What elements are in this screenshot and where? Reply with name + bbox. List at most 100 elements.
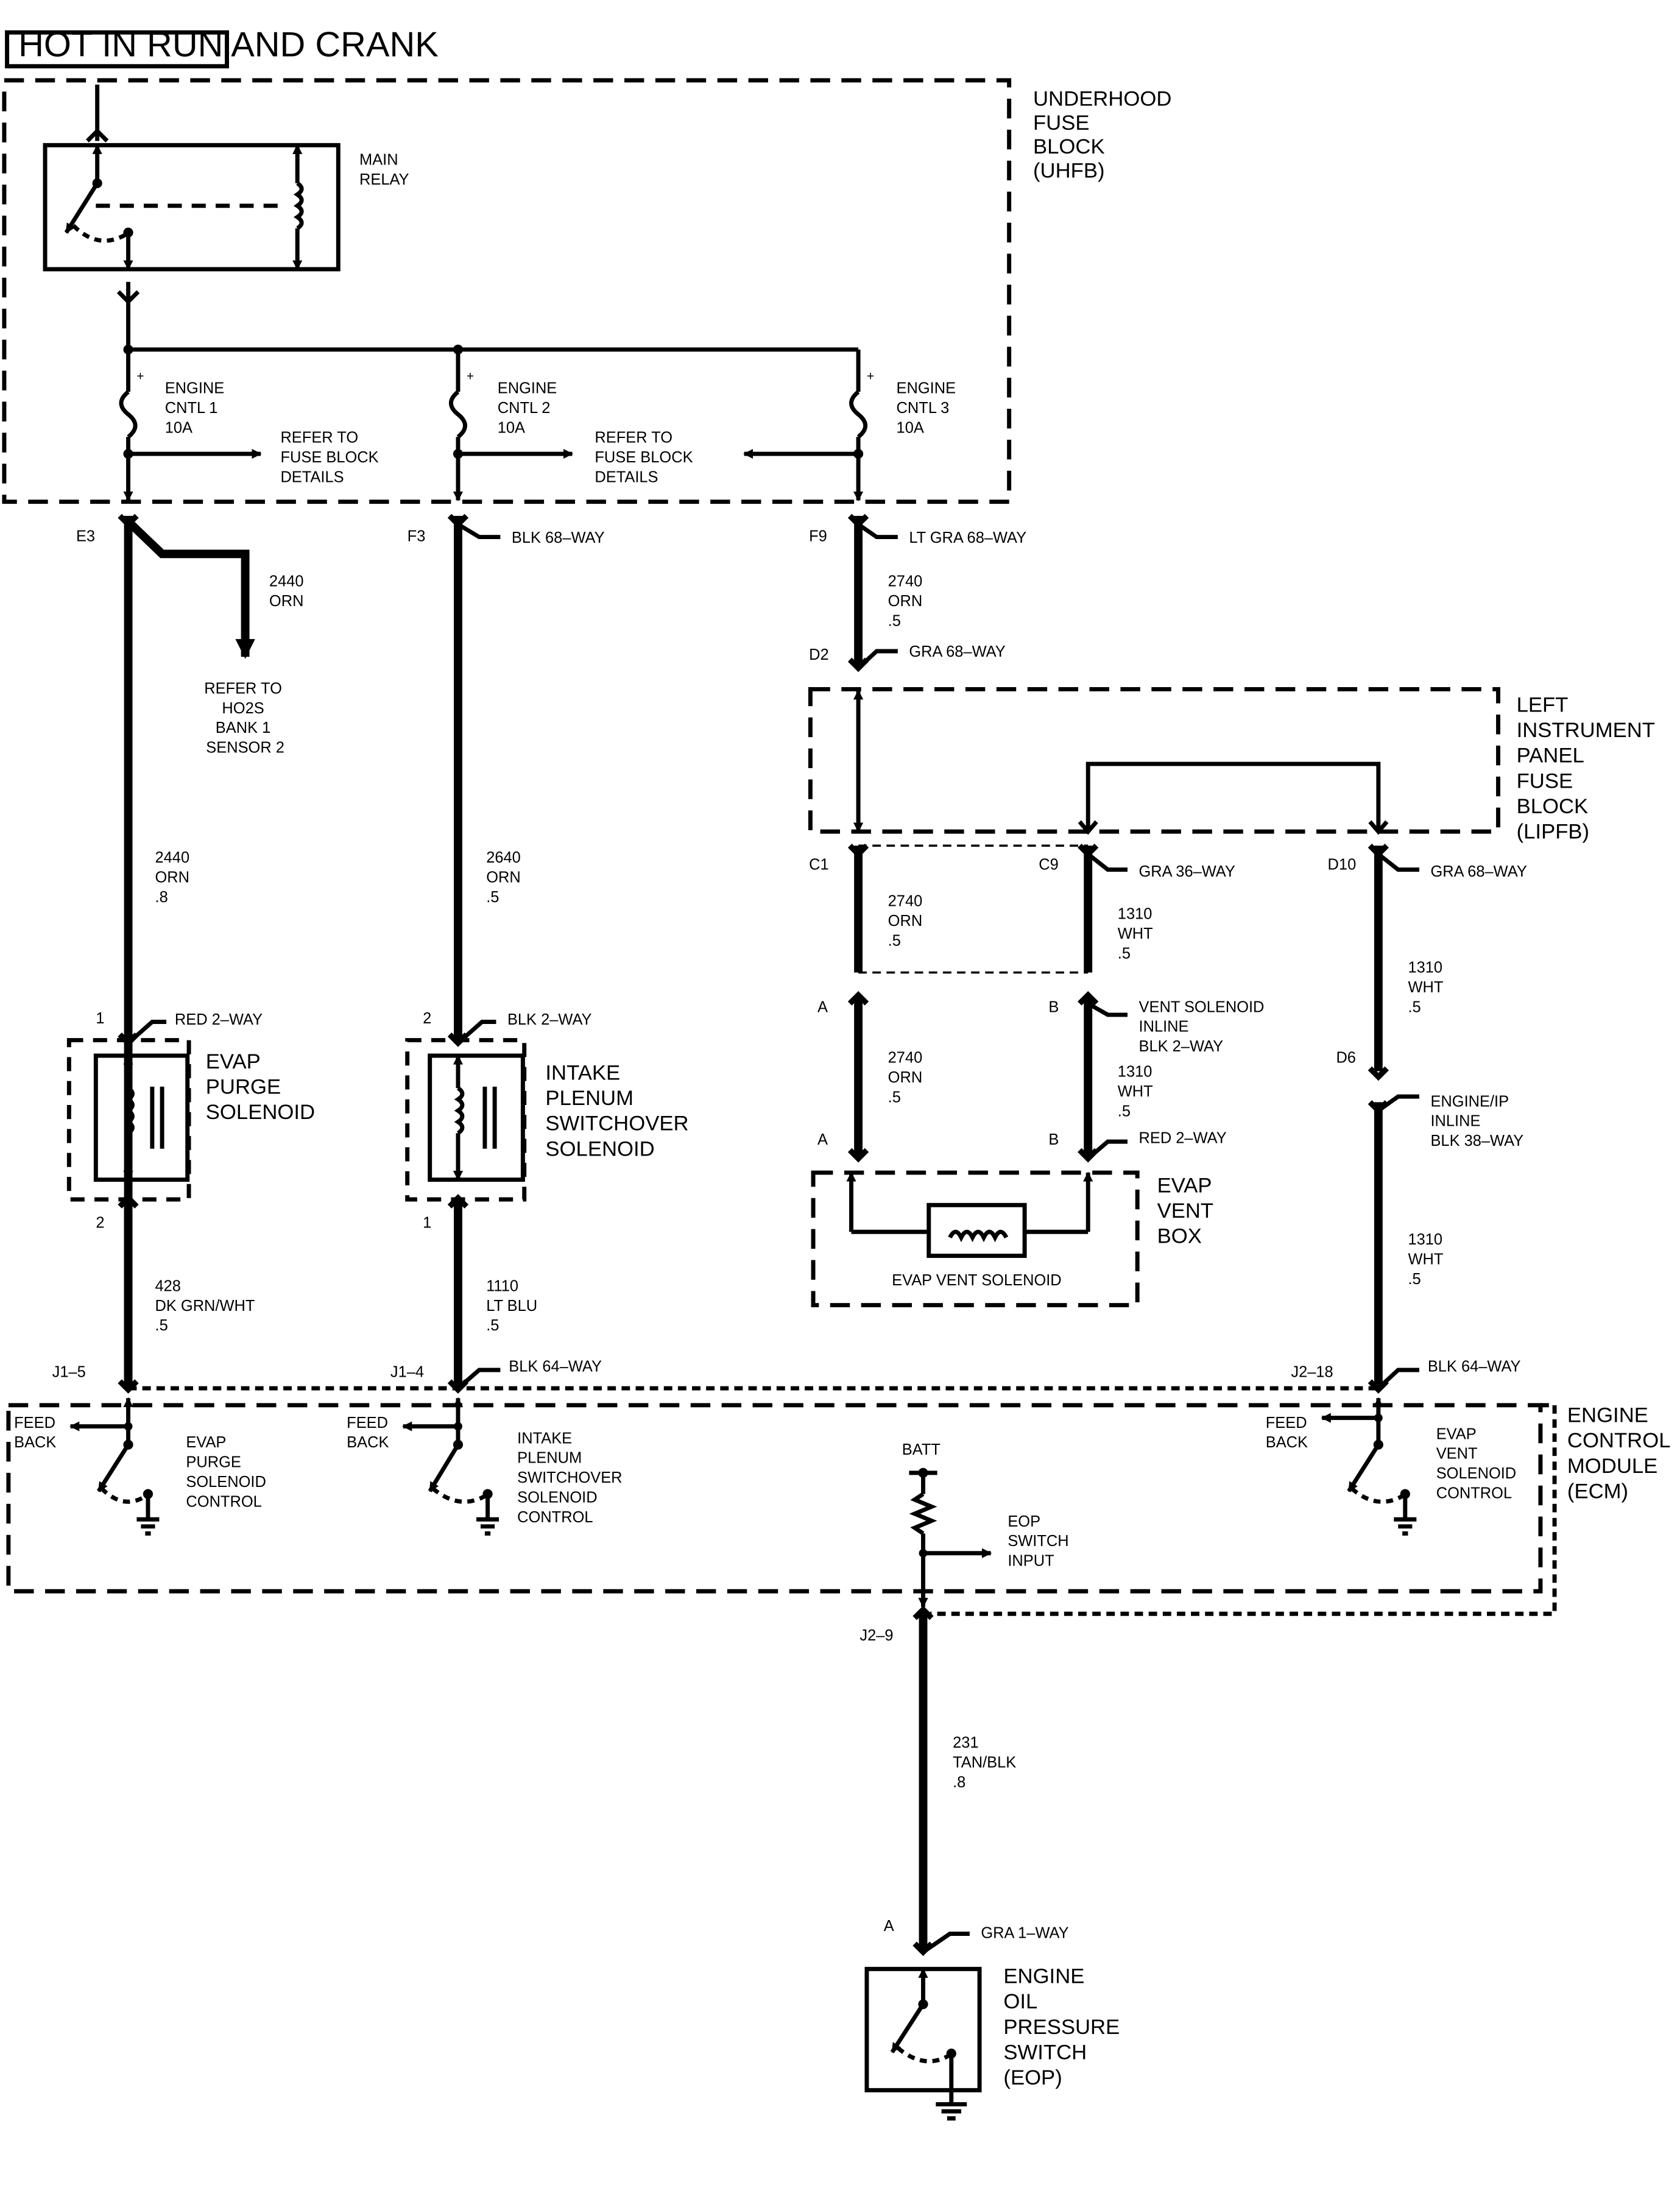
conn-vent-a2: A (817, 1131, 828, 1148)
relay-input-stub (85, 84, 109, 143)
conn-f3-type: BLK 68–WAY (512, 529, 605, 546)
header-label: HOT IN RUN AND CRANK (18, 26, 439, 65)
wire-2640-label: 2640 ORN .5 (486, 849, 525, 906)
uhfb-outline (2, 78, 1012, 504)
ecm-intake-control-label: INTAKE PLENUM SWITCHOVER SOLENOID CONTRO… (517, 1430, 626, 1526)
main-relay-label: MAIN RELAY (359, 152, 409, 188)
conn-j1-4-type: BLK 64–WAY (509, 1358, 602, 1375)
fuse-3-label: ENGINE CNTL 3 10A (897, 380, 961, 437)
conn-d2-type: GRA 68–WAY (909, 643, 1005, 660)
fuse-2-label: ENGINE CNTL 2 10A (498, 380, 562, 437)
wire-1310-b-label: 1310 WHT .5 (1118, 1064, 1157, 1120)
conn-d2: D2 (809, 646, 829, 663)
intake-solenoid-title: INTAKE PLENUM SWITCHOVER SOLENOID (545, 1061, 694, 1160)
main-relay-box (43, 143, 341, 272)
conn-purge-2: 2 (96, 1214, 104, 1231)
conn-d6: D6 (1336, 1050, 1356, 1067)
fuse-1-label: ENGINE CNTL 1 10A (165, 380, 229, 437)
conn-c9: C9 (1039, 856, 1059, 874)
wire-1110-label: 1110 LT BLU .5 (486, 1277, 542, 1334)
fuse-plus: + (467, 370, 474, 384)
conn-j1-4: J1–4 (390, 1364, 424, 1381)
wire-2440-branch-label: 2440 ORN (269, 573, 308, 610)
conn-eop-a: A (884, 1918, 894, 1935)
purge-solenoid-title: EVAP PURGE SOLENOID (206, 1050, 315, 1124)
eop-title: ENGINE OIL PRESSURE SWITCH (EOP) (1003, 1965, 1125, 2089)
wire-1310-c-label: 1310 WHT .5 (1408, 959, 1447, 1016)
header-box (5, 30, 229, 69)
intake-solenoid-outline (405, 1038, 527, 1202)
conn-e3: E3 (76, 528, 95, 545)
wire-1310-d-label: 1310 WHT .5 (1408, 1231, 1447, 1288)
ecm-batt-label: BATT (902, 1441, 941, 1458)
conn-eop-a-type: GRA 1–WAY (981, 1924, 1068, 1941)
ecm-purge-driver-icon (69, 1397, 160, 1536)
refer-1-label: REFER TO FUSE BLOCK DETAILS (280, 429, 383, 486)
conn-d10: D10 (1328, 856, 1357, 874)
eop-switch-icon (890, 1968, 967, 2121)
ecm-feedback-2: FEED BACK (347, 1414, 392, 1451)
wire-2740-b-label: 2740 ORN .5 (888, 893, 927, 950)
wire-2740-a-label: 2740 ORN .5 (888, 573, 927, 630)
conn-j2-18-type: BLK 64–WAY (1428, 1358, 1521, 1375)
ecm-purge-control-label: EVAP PURGE SOLENOID CONTROL (186, 1434, 270, 1510)
conn-vent-b1: B (1048, 998, 1059, 1015)
conn-f9-type: LT GRA 68–WAY (909, 529, 1026, 546)
fuse-engine-cntl-3 (743, 349, 868, 502)
ho2s-refer-label: REFER TO HO2S BANK 1 SENSOR 2 (204, 680, 286, 756)
conn-vent-b1-type: VENT SOLENOID INLINE BLK 2–WAY (1139, 998, 1269, 1055)
fuse-engine-cntl-2 (448, 349, 574, 502)
conn-purge-1: 1 (96, 1010, 104, 1027)
wire-231-label: 231 TAN/BLK .8 (953, 1734, 1020, 1791)
conn-f9: F9 (809, 528, 827, 545)
conn-j1-5: J1–5 (52, 1364, 86, 1381)
ecm-feedback-1: FEED BACK (14, 1414, 60, 1451)
wire-428-label: 428 DK GRN/WHT .5 (155, 1277, 259, 1334)
evap-vent-box-title: EVAP VENT BOX (1157, 1174, 1219, 1248)
ecm-title: ENGINE CONTROL MODULE (ECM) (1567, 1404, 1676, 1503)
ecm-eop-input-icon (909, 1467, 992, 1608)
relay-output-stub (116, 281, 140, 350)
c1-c9-dashbox (858, 844, 1089, 974)
intake-solenoid-icon (428, 1053, 525, 1182)
conn-j2-18: J2–18 (1291, 1364, 1333, 1381)
evap-vent-solenoid-icon (846, 1171, 1093, 1259)
ecm-vent-control-label: EVAP VENT SOLENOID CONTROL (1436, 1425, 1521, 1502)
conn-vent-b2-type: RED 2–WAY (1139, 1129, 1227, 1146)
conn-vent-b2: B (1048, 1131, 1059, 1148)
evap-vent-box-outline (811, 1170, 1140, 1308)
conn-c9-type: GRA 36–WAY (1139, 863, 1235, 880)
ecm-intake-driver-icon (402, 1397, 499, 1536)
uhfb-title: UNDERHOOD FUSE BLOCK (UHFB) (1033, 88, 1177, 183)
lipfb-outline (808, 687, 1500, 834)
conn-intake-2: 2 (423, 1010, 431, 1027)
conn-purge-1-type: RED 2–WAY (175, 1011, 263, 1028)
wire-2440-label: 2440 ORN .8 (155, 849, 194, 906)
evap-vent-solenoid-label: EVAP VENT SOLENOID (892, 1272, 1062, 1289)
conn-d10-type: GRA 68–WAY (1430, 863, 1526, 880)
purge-solenoid-outline (66, 1038, 191, 1202)
purge-solenoid-icon (93, 1053, 190, 1182)
fuse-plus: + (867, 370, 874, 384)
conn-j2-9: J2–9 (859, 1627, 893, 1644)
fuse-plus: + (136, 370, 144, 384)
fuse-engine-cntl-1 (119, 349, 262, 502)
refer-2-label: REFER TO FUSE BLOCK DETAILS (595, 429, 697, 486)
ecm-eop-input-label: EOP SWITCH INPUT (1008, 1513, 1073, 1570)
relay-switch-icon (64, 144, 282, 270)
ecm-outline (6, 1403, 1543, 1594)
wire-1310-a-label: 1310 WHT .5 (1118, 906, 1157, 962)
wire-2740-c-label: 2740 ORN .5 (888, 1050, 927, 1106)
ecm-feedback-3: FEED BACK (1266, 1414, 1311, 1451)
conn-d6-type: ENGINE/IP INLINE BLK 38–WAY (1430, 1093, 1523, 1149)
wire-2440-branch (125, 518, 255, 659)
ecm-vent-driver-icon (1321, 1397, 1417, 1536)
conn-intake-2-type: BLK 2–WAY (507, 1011, 592, 1028)
conn-intake-1: 1 (423, 1214, 431, 1231)
conn-vent-a1: A (817, 998, 828, 1015)
relay-coil-icon (292, 144, 304, 270)
conn-c1: C1 (809, 856, 829, 874)
conn-f3: F3 (408, 528, 426, 545)
lipfb-title: LEFT INSTRUMENT PANEL FUSE BLOCK (LIPFB) (1517, 693, 1661, 843)
